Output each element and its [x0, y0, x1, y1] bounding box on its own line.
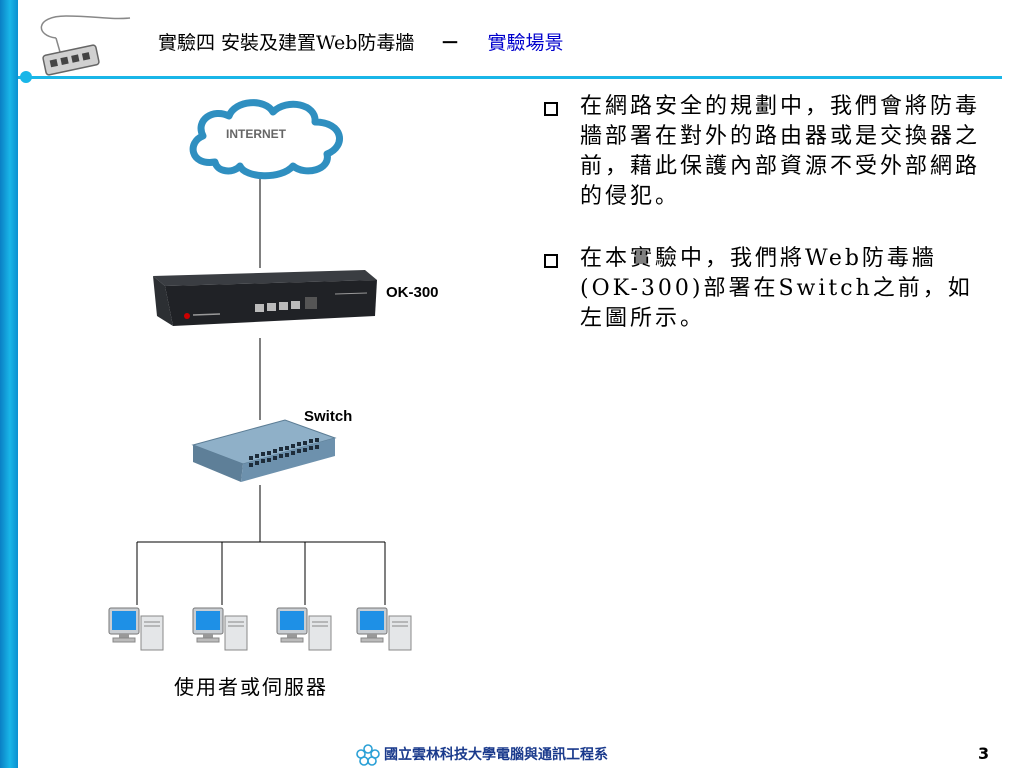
computer-icon [356, 607, 412, 651]
bullet-text: 在網路安全的規劃中，我們會將防毒牆部署在對外的路由器或是交換器之前，藉此保護內部… [580, 94, 981, 209]
title-rule [18, 76, 1002, 79]
network-hub-icon [40, 15, 131, 76]
footer-school-name: 國立雲林科技大學電腦與通訊工程系 [384, 747, 608, 763]
university-logo-icon [356, 744, 380, 766]
diagram-caption: 使用者或伺服器 [174, 675, 328, 699]
title-subtitle: 實驗場景 [487, 32, 564, 54]
bullet-square-icon [544, 254, 558, 268]
title-rule-dot [20, 71, 32, 83]
title-main: 實驗四 安裝及建置Web防毒牆 [158, 32, 415, 54]
bullet-text: 在本實驗中，我們將Web防毒牆(OK-300)部署在Switch之前，如左圖所示… [580, 246, 973, 331]
footer: 國立雲林科技大學電腦與通訊工程系 [356, 744, 608, 766]
network-diagram: INTERNET OK-300 Switch [95, 90, 475, 710]
internet-label: INTERNET [226, 127, 286, 141]
title-separator: － [440, 32, 460, 54]
computer-icon [192, 607, 248, 651]
slide-title: 實驗四 安裝及建置Web防毒牆 － 實驗場景 [158, 28, 563, 55]
firewall-appliance-icon [153, 270, 377, 326]
network-switch-icon [191, 419, 337, 482]
bullet-square-icon [544, 102, 558, 116]
switch-label: Switch [304, 408, 353, 425]
computer-icon [108, 607, 164, 651]
firewall-label: OK-300 [386, 284, 439, 301]
bullet-item: 在網路安全的規劃中，我們會將防毒牆部署在對外的路由器或是交換器之前，藉此保護內部… [538, 92, 993, 212]
bullet-list: 在網路安全的規劃中，我們會將防毒牆部署在對外的路由器或是交換器之前，藉此保護內部… [538, 92, 993, 366]
page-number: 3 [978, 744, 990, 763]
bullet-item: 在本實驗中，我們將Web防毒牆(OK-300)部署在Switch之前，如左圖所示… [538, 244, 993, 334]
internet-cloud-icon [189, 99, 343, 180]
left-accent-bar [0, 0, 18, 768]
computer-icon [276, 607, 332, 651]
